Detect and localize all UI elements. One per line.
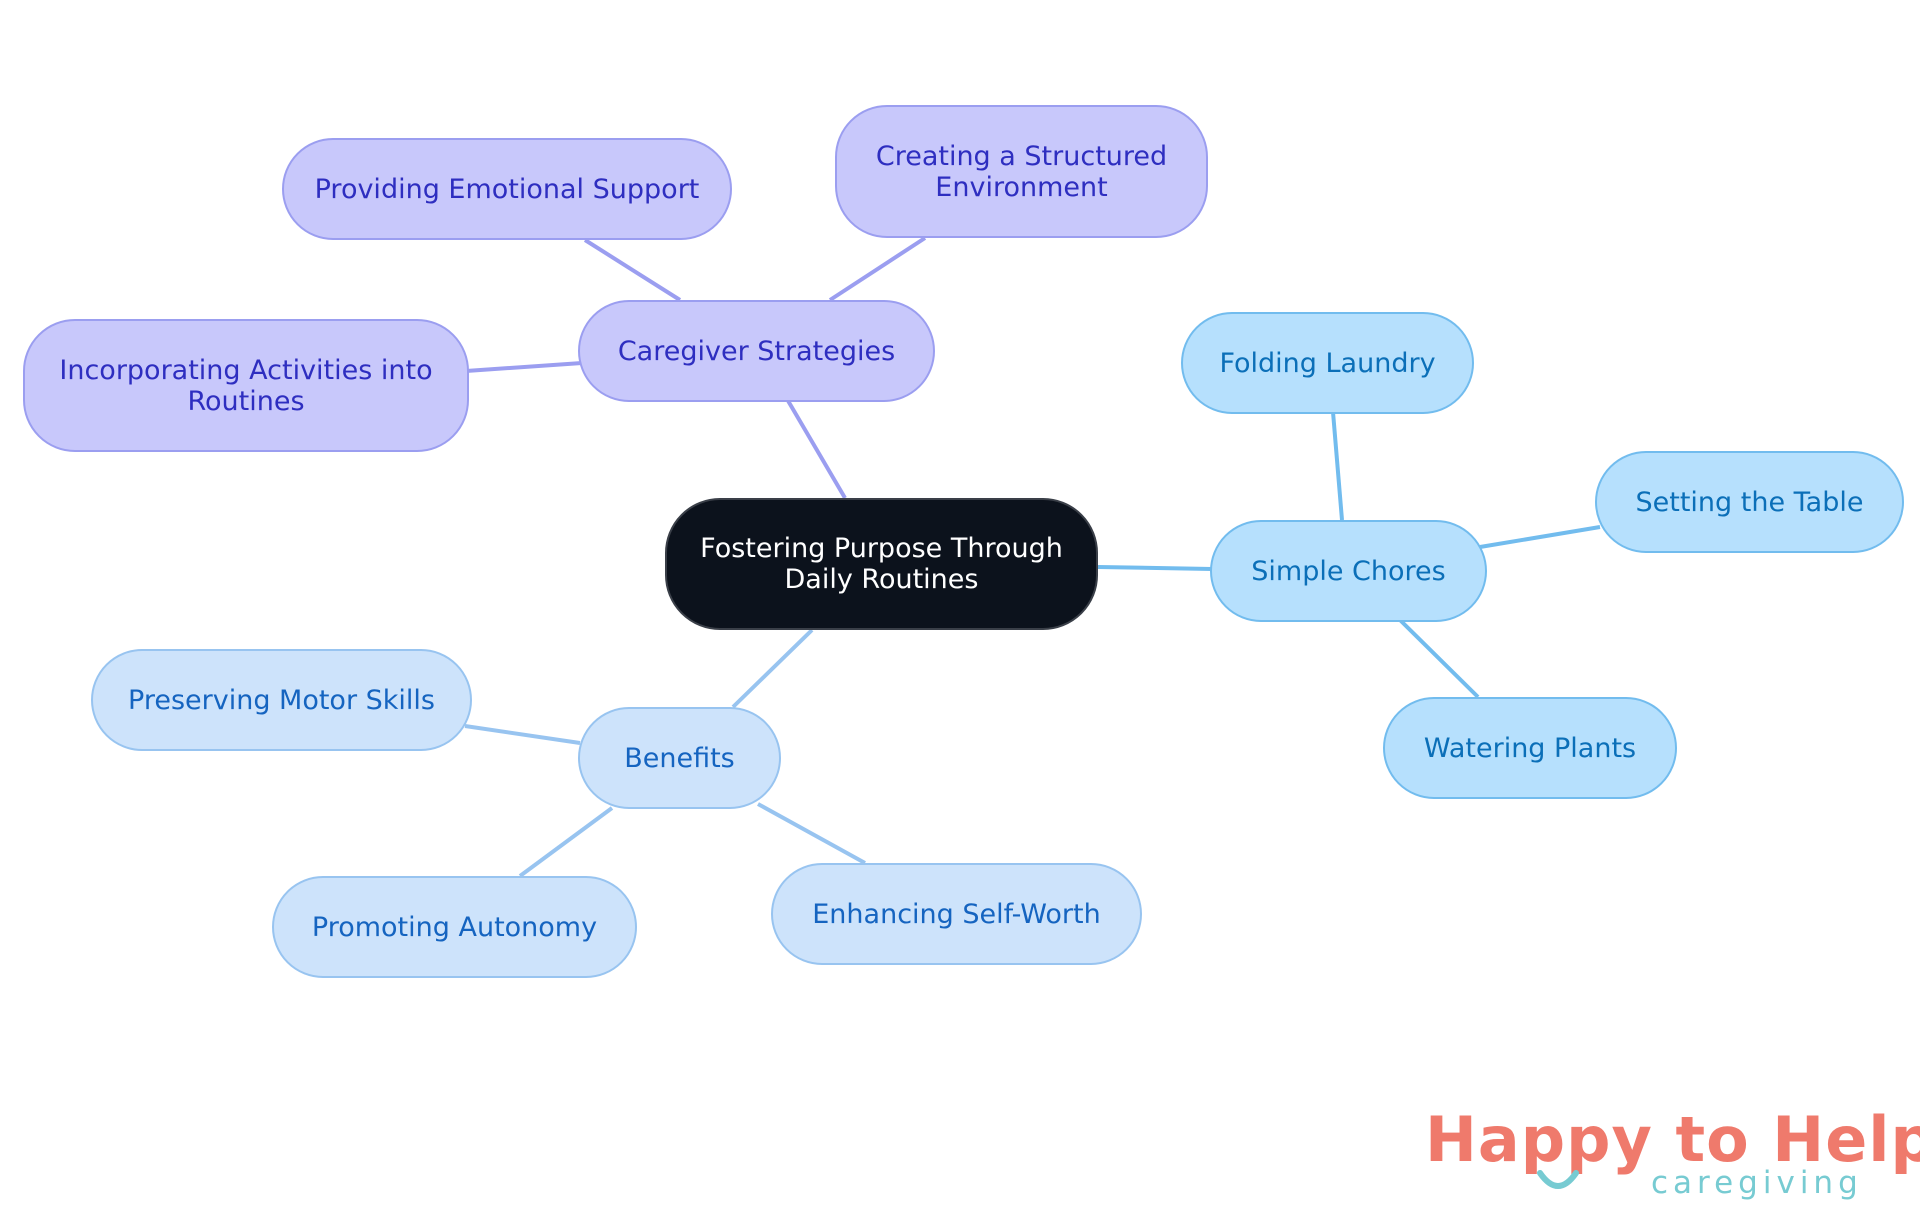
edge-caregiver-strategies-activities [465,361,583,373]
edge-simple-chores-folding-laundry [1331,411,1344,521]
central-topic[interactable]: Fostering Purpose Through Daily Routines [665,498,1098,630]
leaf-creating-structured-environment[interactable]: Creating a Structured Environment [835,105,1208,238]
branch-caregiver-strategies[interactable]: Caregiver Strategies [578,300,935,402]
edge-center-simple-chores [1097,565,1213,571]
edge-center-caregiver-strategies [785,397,847,500]
edge-benefits-autonomy [518,806,614,878]
leaf-preserving-motor-skills[interactable]: Preserving Motor Skills [91,649,472,751]
leaf-enhancing-self-worth[interactable]: Enhancing Self-Worth [771,863,1142,965]
leaf-setting-the-table[interactable]: Setting the Table [1595,451,1904,553]
branch-simple-chores[interactable]: Simple Chores [1210,520,1487,622]
edge-simple-chores-setting-table [1479,525,1601,549]
leaf-providing-emotional-support[interactable]: Providing Emotional Support [282,138,732,240]
edge-simple-chores-watering-plants [1398,618,1480,699]
leaf-incorporating-activities[interactable]: Incorporating Activities into Routines [23,319,469,452]
edge-caregiver-strategies-structured-environment [828,236,927,302]
leaf-folding-laundry[interactable]: Folding Laundry [1181,312,1474,414]
edge-benefits-self-worth [757,802,866,865]
brand-logo: Happy to Help caregiving [1425,1105,1920,1205]
logo-wordmark: Happy to Help [1425,1103,1920,1176]
leaf-promoting-autonomy[interactable]: Promoting Autonomy [272,876,637,978]
edge-caregiver-strategies-emotional-support [583,238,682,302]
logo-tagline: caregiving [1651,1165,1863,1201]
edge-benefits-motor-skills [464,724,581,745]
leaf-watering-plants[interactable]: Watering Plants [1383,697,1677,799]
logo-smile-icon [1537,1170,1579,1189]
branch-benefits[interactable]: Benefits [578,707,781,809]
edge-center-benefits [731,628,814,709]
